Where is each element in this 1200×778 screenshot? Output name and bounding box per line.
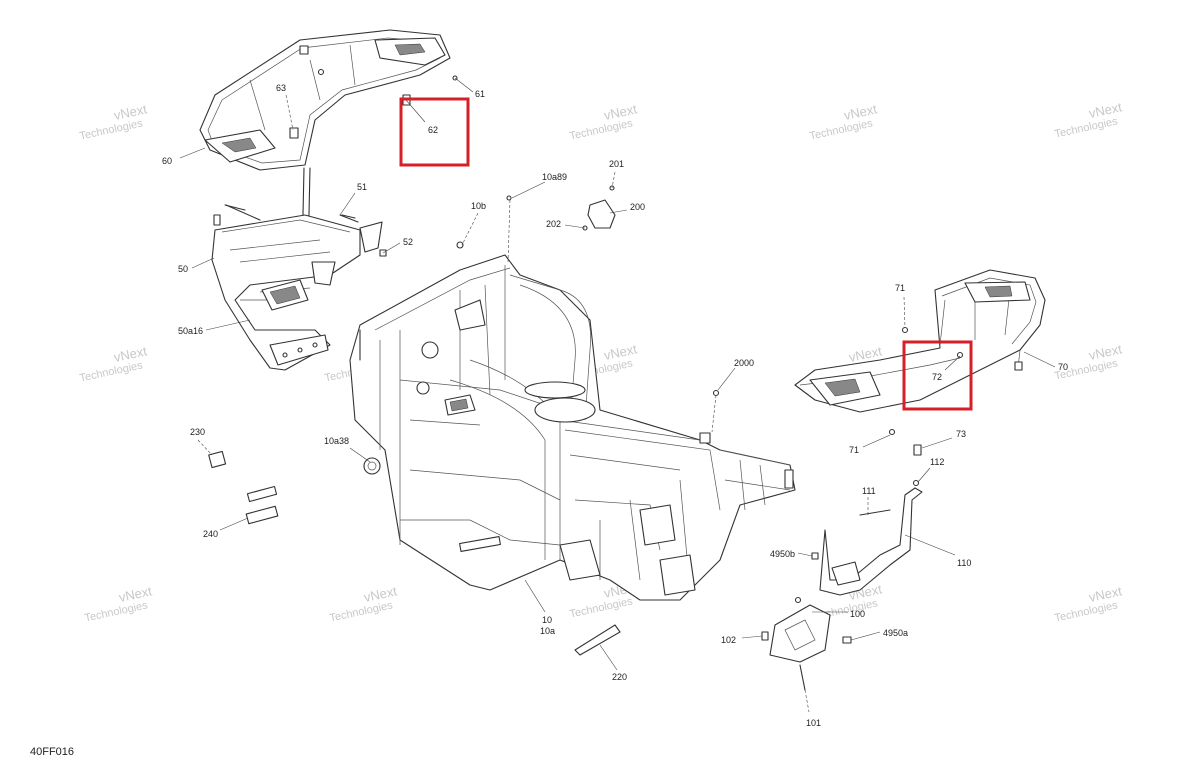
small-parts [208, 185, 720, 656]
callout-labels: 61 62 63 60 51 52 50 50a16 10b 10a89 201… [162, 83, 1068, 728]
callout-60: 60 [162, 156, 172, 166]
callout-4950a: 4950a [883, 628, 908, 638]
watermark-line1: vNext [113, 343, 149, 365]
watermark-line2: Technologies [83, 599, 149, 624]
rear-rack [794, 269, 1046, 456]
callout-102: 102 [721, 635, 736, 645]
watermark-line2: Technologies [78, 117, 144, 142]
callout-201: 201 [609, 159, 624, 169]
callout-200: 200 [630, 202, 645, 212]
callout-110: 110 [957, 558, 971, 568]
callout-220: 220 [612, 672, 627, 682]
callout-240: 240 [203, 529, 218, 539]
callout-71-top: 71 [895, 283, 905, 293]
callout-10a89: 10a89 [542, 172, 567, 182]
watermark-line1: vNext [1088, 341, 1124, 363]
watermark-line1: vNext [1088, 99, 1124, 121]
main-frame [349, 254, 796, 601]
callout-2000: 2000 [734, 358, 754, 368]
front-bumper [211, 204, 387, 371]
callout-10: 10 [542, 615, 552, 625]
watermark-line2: Technologies [328, 599, 394, 624]
callout-71-bottom: 71 [849, 445, 859, 455]
watermark-line2: Technologies [1053, 115, 1119, 140]
callout-230: 230 [190, 427, 205, 437]
callout-202: 202 [546, 219, 561, 229]
callout-61: 61 [475, 89, 485, 99]
watermark-line2: Technologies [808, 117, 874, 142]
callout-100: 100 [850, 609, 865, 619]
callout-50: 50 [178, 264, 188, 274]
callout-112: 112 [930, 457, 944, 467]
callout-10a38: 10a38 [324, 436, 349, 446]
watermark-line1: vNext [843, 101, 879, 123]
watermark-line1: vNext [363, 583, 399, 605]
highlight-box-62 [399, 97, 470, 167]
highlight-box-72 [902, 340, 973, 411]
watermark-line2: Technologies [78, 359, 144, 384]
rear-hitch [761, 479, 923, 691]
watermark-line1: vNext [113, 101, 149, 123]
callout-50a16: 50a16 [178, 326, 203, 336]
watermark-line1: vNext [1088, 583, 1124, 605]
callout-4950b: 4950b [770, 549, 795, 559]
watermark-line1: vNext [603, 101, 639, 123]
callout-62: 62 [428, 125, 438, 135]
callout-73: 73 [956, 429, 966, 439]
callout-111: 111 [862, 486, 876, 496]
leader-lines [179, 77, 1056, 713]
watermark-line1: vNext [603, 341, 639, 363]
callout-101: 101 [806, 718, 821, 728]
callout-10a: 10a [540, 626, 555, 636]
figure-reference: 40FF016 [30, 746, 74, 758]
watermark-line2: Technologies [568, 595, 634, 620]
callout-10b: 10b [471, 201, 486, 211]
watermark-line1: vNext [118, 583, 154, 605]
watermark-line2: Technologies [568, 117, 634, 142]
callout-51: 51 [357, 182, 367, 192]
callout-72: 72 [932, 372, 942, 382]
callout-52: 52 [403, 237, 413, 247]
callout-70: 70 [1058, 362, 1068, 372]
watermark-line2: Technologies [1053, 599, 1119, 624]
watermark-line1: vNext [848, 343, 884, 365]
callout-63: 63 [276, 83, 286, 93]
